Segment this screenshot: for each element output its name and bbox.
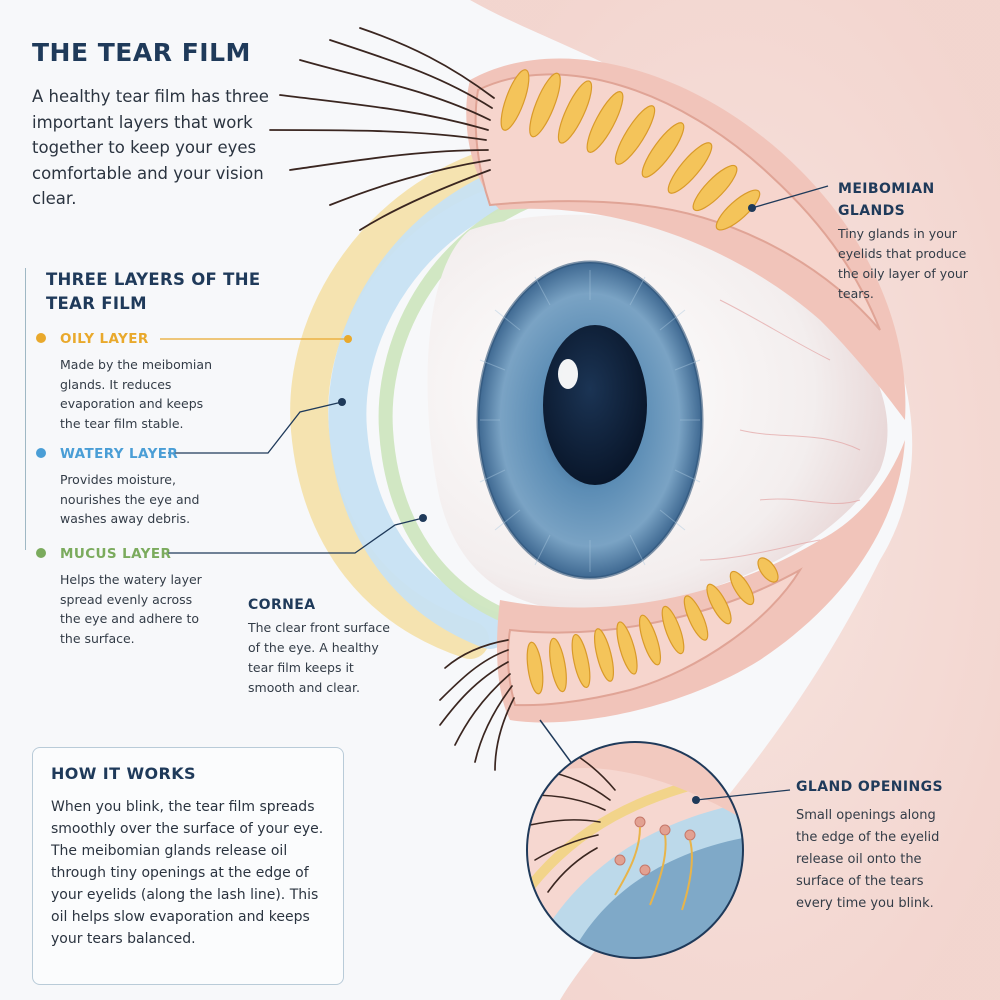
oily-layer-description: Made by the meibomian glands. It reduces… bbox=[60, 357, 212, 431]
oily-layer-title: OILY LAYER bbox=[60, 331, 149, 347]
cornea-title: CORNEA bbox=[248, 597, 316, 613]
cornea-description: The clear front surface of the eye. A he… bbox=[248, 620, 390, 695]
mucus-layer-title: MUCUS LAYER bbox=[60, 546, 172, 562]
mucus-layer-description: Helps the watery layer spread evenly acr… bbox=[60, 572, 202, 646]
gland-openings-title: GLAND OPENINGS bbox=[796, 779, 944, 795]
layers-section-title: THREE LAYERS OF THE TEAR FILM bbox=[46, 270, 261, 313]
meibomian-glands-title: MEIBOMIAN GLANDS bbox=[838, 181, 935, 219]
how-it-works-title: HOW IT WORKS bbox=[51, 764, 196, 783]
oily-layer-dot bbox=[36, 333, 46, 343]
how-it-works-box bbox=[32, 747, 344, 985]
intro-text: A healthy tear film has three important … bbox=[32, 87, 269, 208]
section-divider bbox=[25, 268, 26, 550]
watery-layer-description: Provides moisture, nourishes the eye and… bbox=[60, 472, 200, 526]
mucus-layer-dot bbox=[36, 548, 46, 558]
gland-openings-description: Small openings along the edge of the eye… bbox=[796, 808, 940, 911]
meibomian-glands-description: Tiny glands in your eyelids that produce… bbox=[838, 226, 968, 301]
watery-layer-title: WATERY LAYER bbox=[60, 446, 179, 462]
watery-layer-dot bbox=[36, 448, 46, 458]
page-title: THE TEAR FILM bbox=[32, 38, 251, 67]
how-it-works-text: When you blink, the tear film spreads sm… bbox=[51, 799, 324, 947]
